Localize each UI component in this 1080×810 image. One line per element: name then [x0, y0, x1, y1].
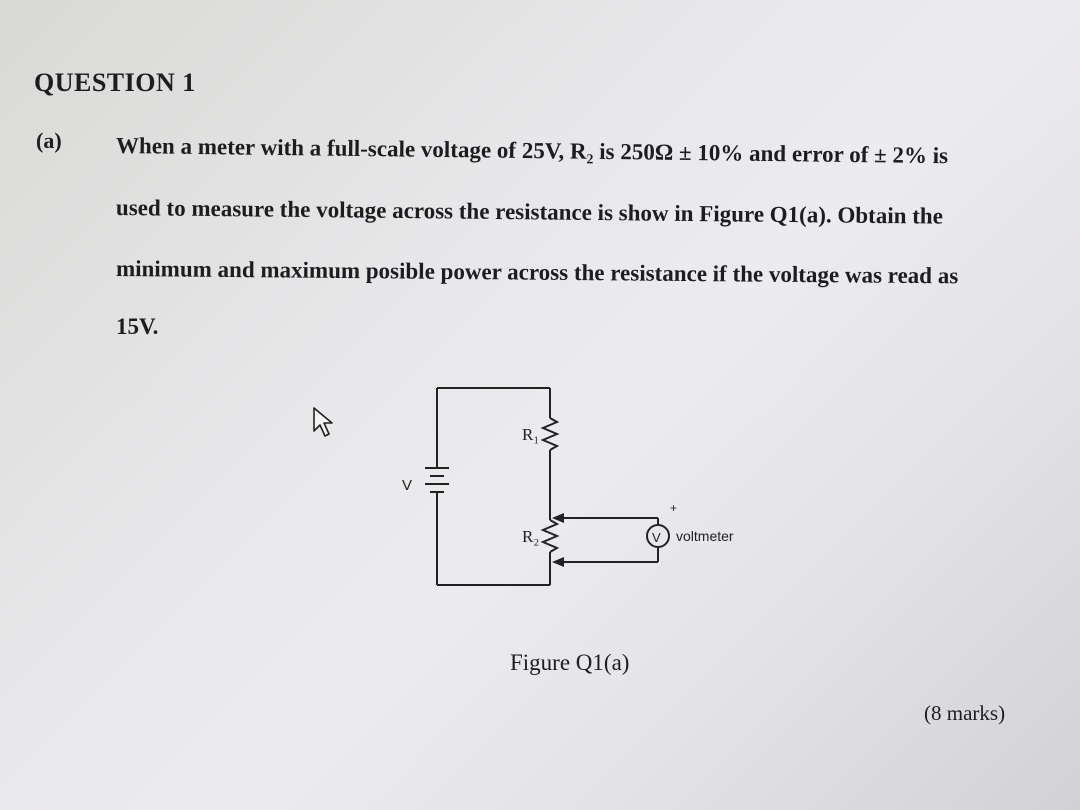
r1-label: R₁	[522, 425, 539, 444]
voltmeter-label: voltmeter	[676, 528, 734, 544]
mouse-pointer-icon	[310, 405, 340, 439]
circuit-diagram: R₁ R₂ V V + voltmeter	[380, 380, 800, 600]
question-line-2: used to measure the voltage across the r…	[115, 195, 943, 229]
question-line-1: When a meter with a full-scale voltage o…	[115, 133, 949, 169]
question-line-3: minimum and maximum posible power across…	[115, 256, 959, 289]
source-label: V	[402, 477, 412, 494]
part-label: (a)	[36, 128, 62, 153]
question-heading: QUESTION 1	[34, 68, 196, 97]
meter-symbol: V	[652, 530, 661, 545]
figure-caption: Figure Q1(a)	[510, 650, 630, 675]
question-line-4: 15V.	[116, 314, 159, 339]
plus-sign: +	[670, 501, 677, 515]
r2-label: R₂	[522, 527, 539, 546]
marks-label: (8 marks)	[924, 701, 1006, 725]
